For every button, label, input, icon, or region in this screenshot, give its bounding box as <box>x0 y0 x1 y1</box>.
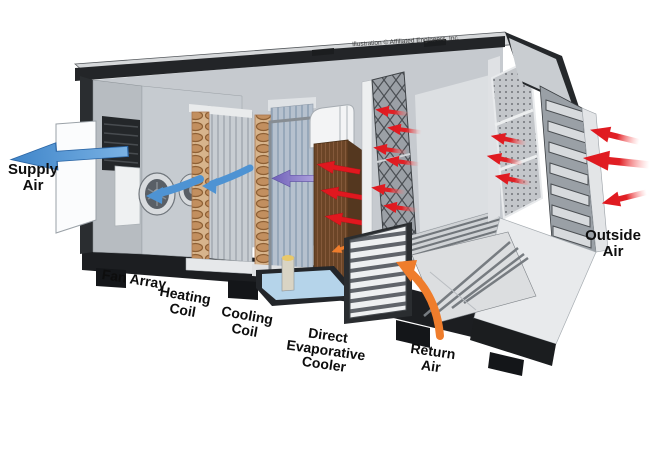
pump-icon <box>282 255 294 261</box>
heating-coil-section <box>185 104 257 275</box>
label-outside-air: Outside Air <box>585 227 641 260</box>
exhaust-louver-icon <box>102 116 140 172</box>
water-header-icon <box>309 104 355 149</box>
return-air-section <box>344 222 537 340</box>
intake-louvers-icon <box>545 99 592 249</box>
evaporative-cooler-section <box>256 104 370 306</box>
cooling-coil-section <box>252 97 319 280</box>
supply-airflow-arrow-icon <box>146 164 254 204</box>
return-grille-icon <box>349 225 407 319</box>
return-floor-grate-icon <box>411 231 537 323</box>
pump-icon <box>281 256 295 292</box>
roof-clip-icon <box>424 39 446 47</box>
label-supply-air: Supply Air <box>7 161 58 194</box>
water-basin <box>256 255 350 306</box>
outside-air-arrow-icon <box>600 184 649 211</box>
roof-clip-icon <box>312 48 334 56</box>
filter-wall-section <box>361 71 423 251</box>
return-air-arrow-icon <box>396 260 444 340</box>
roof-panel <box>74 31 523 81</box>
supply-duct-section <box>55 76 143 255</box>
